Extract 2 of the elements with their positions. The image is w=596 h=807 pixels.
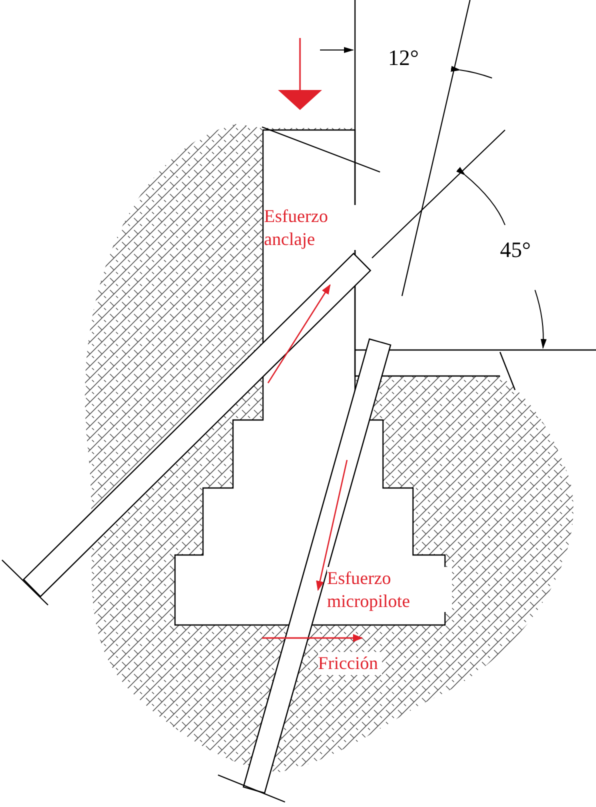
annotation-label: Esfuerzo micropilote [327,567,452,612]
annotation-label: Fricción [318,652,382,674]
